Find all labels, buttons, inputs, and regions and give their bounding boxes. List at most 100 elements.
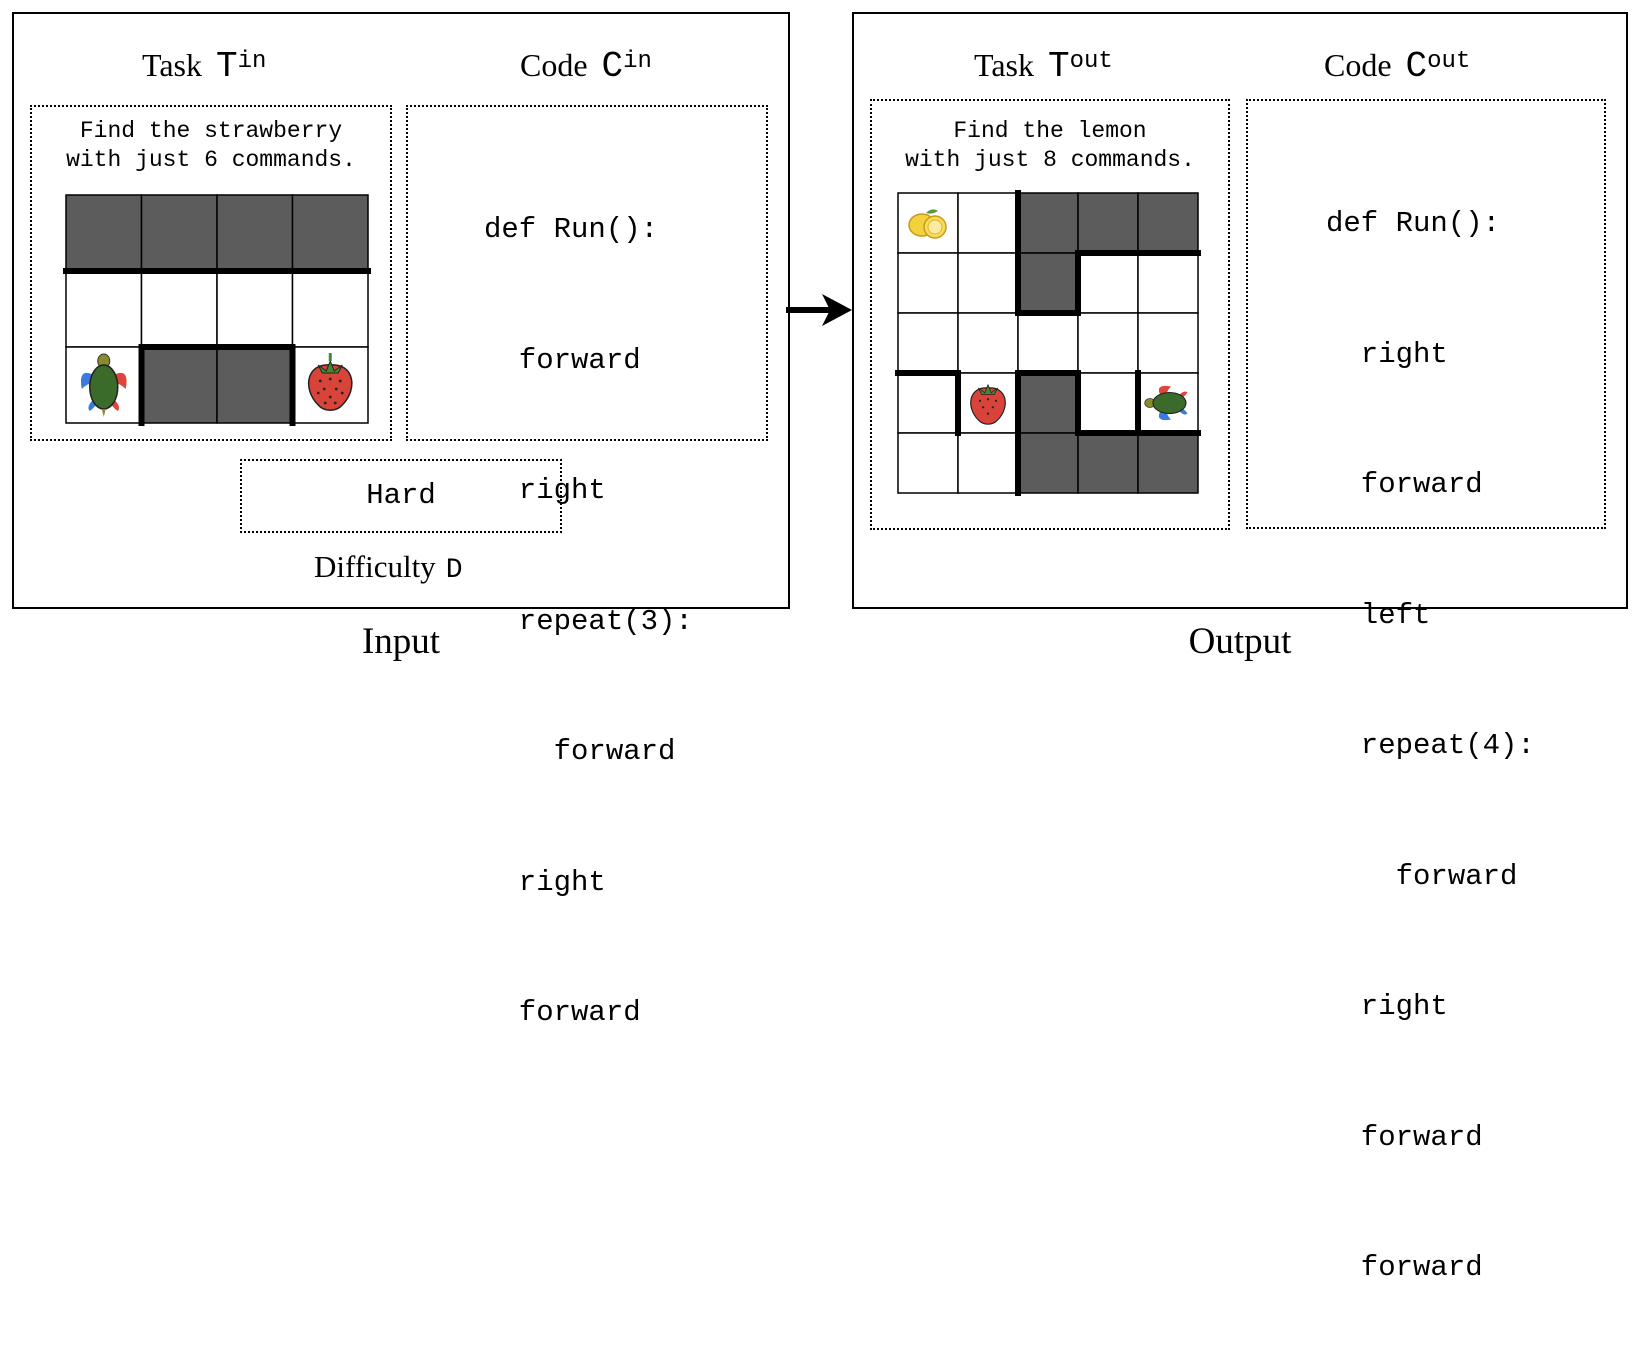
input-prompt-line2: with just 6 commands. xyxy=(66,147,356,173)
grid-cells xyxy=(897,192,1199,494)
output-code-symbol-letter: C xyxy=(1405,46,1428,87)
wall-cell xyxy=(1017,252,1079,314)
output-task-symbol-letter: T xyxy=(1047,46,1070,87)
input-code-heading-text: Code xyxy=(520,47,588,83)
input-code-symbol: Cin xyxy=(602,46,652,87)
input-task-symbol-letter: T xyxy=(215,46,238,87)
strawberry-icon xyxy=(970,383,1006,425)
difficulty-symbol: D xyxy=(445,555,463,586)
code-line: def Run(): xyxy=(484,213,659,246)
difficulty-box: Hard xyxy=(240,459,562,533)
code-line: forward xyxy=(1326,1251,1483,1284)
empty-cell xyxy=(291,270,369,348)
output-task-heading: Task Tout xyxy=(974,44,1113,87)
code-line: forward xyxy=(484,343,641,377)
empty-cell xyxy=(1137,252,1199,314)
difficulty-label-text: Difficulty xyxy=(314,549,436,584)
code-line: forward xyxy=(1326,859,1518,893)
empty-cell xyxy=(1077,372,1139,434)
output-task-prompt: Find the lemon with just 8 commands. xyxy=(872,117,1228,175)
output-task-symbol-sup: out xyxy=(1069,48,1113,75)
empty-cell xyxy=(1077,312,1139,374)
empty-cell xyxy=(1137,312,1199,374)
input-task-symbol-sup: in xyxy=(237,48,267,75)
code-line: def Run(): xyxy=(1326,207,1501,240)
empty-cell xyxy=(957,432,1019,494)
output-panel: Task Tout Code Cout Find the lemon with ju… xyxy=(852,12,1628,1284)
wall-cell xyxy=(1137,432,1199,494)
code-line: left xyxy=(1326,598,1431,632)
input-code-box: def Run(): forward right repeat(3): forw… xyxy=(406,105,768,1029)
input-code-symbol-sup: in xyxy=(623,48,652,75)
grid-walls xyxy=(63,268,371,426)
wall-cell xyxy=(1137,192,1199,254)
output-task-box: Find the lemon with just 8 commands. xyxy=(870,99,1230,530)
output-code-listing: def Run(): right forward left repeat(4):… xyxy=(1326,115,1535,1356)
input-code-heading: Code Cin xyxy=(520,44,652,87)
empty-cell xyxy=(897,252,959,314)
output-prompt-line1: Find the lemon xyxy=(953,118,1147,144)
code-line: forward xyxy=(1326,1120,1483,1154)
code-line: forward xyxy=(484,735,676,768)
wall-cell xyxy=(1077,432,1139,494)
input-task-grid xyxy=(63,194,371,426)
empty-cell xyxy=(65,270,143,348)
output-task-grid xyxy=(895,190,1201,496)
wall-cell xyxy=(216,346,294,424)
input-task-symbol: Tin xyxy=(216,46,266,87)
difficulty-value: Hard xyxy=(366,479,436,512)
wall-cell xyxy=(140,346,218,424)
wall-cell xyxy=(1017,372,1079,434)
code-line: right xyxy=(484,474,606,507)
turtle-icon xyxy=(1144,385,1188,421)
code-line: repeat(3): xyxy=(484,604,693,638)
code-line: right xyxy=(1326,337,1448,371)
output-task-symbol: Tout xyxy=(1048,46,1113,87)
input-code-symbol-letter: C xyxy=(601,46,624,87)
empty-cell xyxy=(957,312,1019,374)
difficulty-label: Difficulty D xyxy=(314,549,463,586)
empty-cell xyxy=(897,432,959,494)
empty-cell xyxy=(1017,312,1079,374)
output-code-symbol-sup: out xyxy=(1427,48,1471,75)
output-code-symbol: Cout xyxy=(1406,46,1471,87)
input-caption: Input xyxy=(361,621,441,662)
output-code-heading-text: Code xyxy=(1324,47,1392,83)
output-prompt-line2: with just 8 commands. xyxy=(905,147,1195,173)
code-line: forward xyxy=(1326,468,1483,501)
input-task-heading: Task Tin xyxy=(142,44,266,87)
wall-cell xyxy=(1077,192,1139,254)
wall-cell xyxy=(140,194,218,272)
empty-cell xyxy=(216,270,294,348)
output-code-heading: Code Cout xyxy=(1324,44,1470,87)
wall-cell xyxy=(1017,432,1079,494)
wall-cell xyxy=(216,194,294,272)
empty-cell xyxy=(140,270,218,348)
output-code-box: def Run(): right forward left repeat(4):… xyxy=(1246,99,1606,1284)
input-panel: Task Tin Code Cin Find the strawberry with… xyxy=(12,12,790,1029)
strawberry-icon xyxy=(308,353,353,411)
input-prompt-line1: Find the strawberry xyxy=(79,118,343,144)
empty-cell xyxy=(957,192,1019,254)
empty-cell xyxy=(897,312,959,374)
grid-walls xyxy=(895,190,1201,496)
empty-cell xyxy=(957,252,1019,314)
code-line: right xyxy=(1326,990,1448,1023)
output-task-heading-text: Task xyxy=(974,47,1034,83)
input-task-prompt: Find the strawberry with just 6 commands… xyxy=(32,117,390,175)
input-task-box: Find the strawberry with just 6 commands… xyxy=(30,105,392,441)
wall-cell xyxy=(291,194,369,272)
arrow-icon xyxy=(786,294,852,326)
grid-cells xyxy=(65,194,369,424)
input-task-heading-text: Task xyxy=(142,47,202,83)
wall-cell xyxy=(65,194,143,272)
empty-cell xyxy=(1077,252,1139,314)
code-line: repeat(4): xyxy=(1326,729,1535,762)
wall-cell xyxy=(1017,192,1079,254)
empty-cell xyxy=(897,372,959,434)
code-line: forward xyxy=(484,996,641,1029)
output-caption: Output xyxy=(1188,621,1292,662)
lemon-icon xyxy=(908,209,947,239)
code-line: right xyxy=(484,865,606,899)
turtle-icon xyxy=(80,353,127,417)
